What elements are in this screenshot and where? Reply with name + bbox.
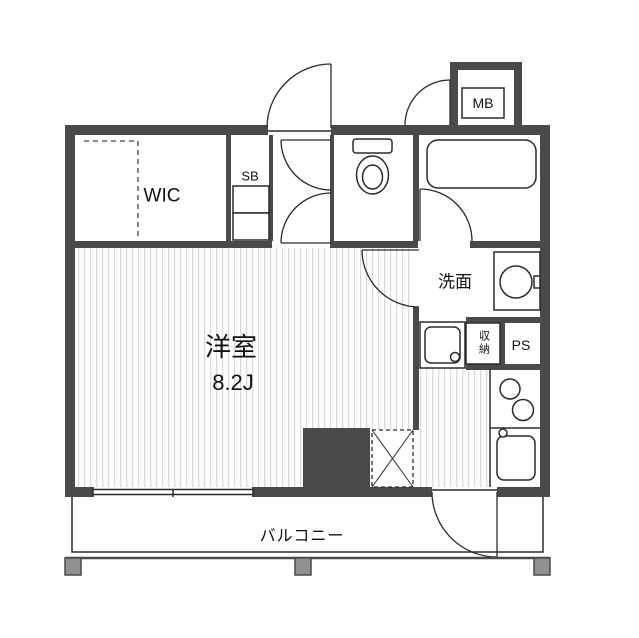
washing-machine-pan <box>419 321 466 369</box>
structural-pillar <box>303 428 370 497</box>
kitchen-sink <box>496 428 536 481</box>
bathtub <box>426 139 537 189</box>
toilet-fixture <box>352 138 393 195</box>
shoe-box-shelves <box>232 185 270 241</box>
label-main-room-size: 8.2J <box>212 370 254 395</box>
entrance-door-swing <box>266 63 332 129</box>
label-walk-in-closet: WIC <box>143 185 181 207</box>
stove-burners <box>499 378 535 422</box>
balcony-door-swing <box>431 491 498 558</box>
vanity-sink <box>493 251 541 311</box>
label-washroom: 洗面 <box>438 272 472 292</box>
refrigerator-space <box>371 429 414 488</box>
hallway-door-swing-upper <box>280 139 332 191</box>
washroom-door-swing <box>361 249 420 308</box>
meter-box-door-swing <box>404 79 451 126</box>
storage-box-outline <box>465 322 501 365</box>
balcony-outline <box>71 497 544 553</box>
meter-box <box>450 62 522 125</box>
label-meter-box: MB <box>472 95 494 111</box>
closet-hanger-dashes <box>84 140 139 239</box>
label-pipe-space: PS <box>511 337 531 353</box>
balcony-railing <box>64 556 551 576</box>
sliding-window <box>92 487 254 497</box>
interior-walls <box>75 135 540 430</box>
floor-texture-kitchen-walkway <box>419 368 490 487</box>
label-main-room-name: 洋室 <box>204 332 258 362</box>
label-balcony: バルコニー <box>259 528 345 545</box>
label-shoe-box: SB <box>241 168 259 184</box>
thin-partitions <box>71 130 544 553</box>
bathroom-door-swing <box>419 188 473 242</box>
hallway-door-swing-lower <box>280 192 332 244</box>
label-storage: 収納 <box>477 330 490 356</box>
